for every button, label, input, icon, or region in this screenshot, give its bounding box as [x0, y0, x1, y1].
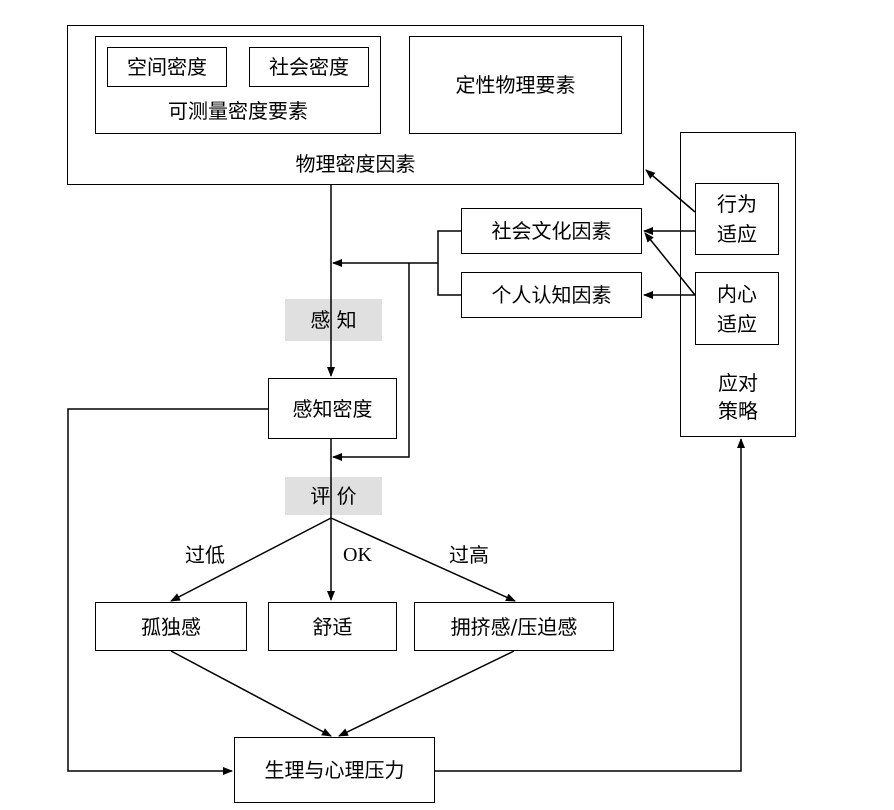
perception-stage-label: 感 知: [285, 299, 382, 341]
comfort-box: 舒适: [268, 602, 397, 651]
edge-factors-to-evaluation: [332, 263, 410, 461]
behavioral-adaptation-box: [695, 183, 779, 255]
coping-strategy-label-line2: 策略: [718, 399, 758, 423]
isolation-box: 孤独感: [95, 602, 247, 651]
stress-box: 生理与心理压力: [234, 737, 435, 803]
psychological-adaptation-label-line2: 适应: [717, 312, 757, 336]
measurable-density-elements-label: 可测量密度要素: [168, 99, 308, 123]
social-density-box: 社会密度: [249, 47, 369, 87]
edge-stress-to-coping: [435, 438, 745, 772]
evaluation-stage-text: 评 价: [310, 484, 357, 508]
edge-crowding-to-stress: [338, 650, 515, 737]
sociocultural-factors-box: 社会文化因素: [461, 208, 642, 254]
perceived-density-label: 感知密度: [292, 396, 373, 421]
qualitative-physical-elements-label: 定性物理要素: [455, 73, 576, 97]
coping-strategy-label-line1: 应对: [718, 371, 758, 395]
spatial-density-box: 空间密度: [107, 47, 227, 87]
edge-perceived-to-stress: [67, 408, 268, 775]
psychological-adaptation-box: [695, 272, 779, 345]
behavioral-adaptation-label-line1: 行为: [717, 192, 757, 216]
behavioral-adaptation-label-line2: 适应: [717, 222, 757, 246]
isolation-label: 孤独感: [141, 614, 201, 639]
edge-label-too-high: 过高: [449, 543, 489, 567]
perceived-density-box: 感知密度: [268, 378, 397, 439]
edge-psychological-to-sociocultural: [644, 232, 696, 296]
crowding-box: 拥挤感/压迫感: [414, 602, 614, 651]
physical-density-factors-label: 物理密度因素: [295, 152, 416, 176]
edge-isolation-to-stress: [170, 650, 332, 737]
personal-cognitive-factors-label: 个人认知因素: [491, 283, 612, 307]
edge-factors-bracket: [437, 230, 461, 296]
qualitative-physical-elements-box: 定性物理要素: [409, 36, 622, 134]
stress-label: 生理与心理压力: [264, 758, 405, 782]
sociocultural-factors-label: 社会文化因素: [491, 219, 612, 243]
social-density-label: 社会密度: [269, 55, 349, 79]
evaluation-stage-label: 评 价: [285, 477, 382, 515]
edge-label-ok: OK: [343, 544, 372, 566]
crowding-label: 拥挤感/压迫感: [450, 614, 578, 639]
edge-eval-to-crowding: [330, 517, 516, 602]
personal-cognitive-factors-box: 个人认知因素: [461, 272, 642, 318]
edge-behavioral-to-physical: [645, 169, 696, 213]
perception-stage-text: 感 知: [310, 308, 357, 332]
edge-eval-to-isolation: [170, 517, 332, 602]
comfort-label: 舒适: [312, 614, 353, 639]
psychological-adaptation-label-line1: 内心: [717, 282, 757, 306]
edge-label-too-low: 过低: [185, 543, 225, 567]
spatial-density-label: 空间密度: [127, 55, 207, 79]
